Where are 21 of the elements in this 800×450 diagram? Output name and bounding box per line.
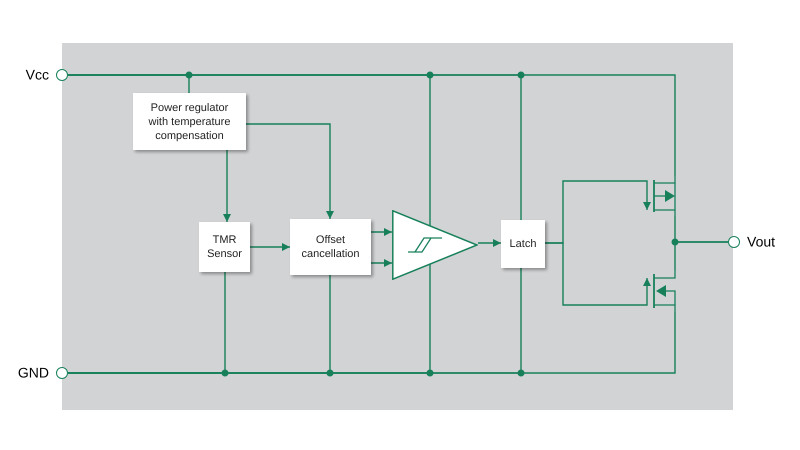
arrow: [371, 259, 392, 267]
block-label: TMR Sensor: [207, 233, 242, 261]
wire: [68, 312, 676, 374]
arrow: [223, 150, 231, 222]
terminal-label: GND: [18, 364, 49, 382]
block-label: Offset cancellation: [300, 233, 361, 261]
arrow: [478, 239, 501, 247]
block-box: [199, 222, 250, 272]
arrow: [371, 228, 392, 236]
block-label: Power regulator with temperature compensation: [148, 100, 232, 142]
block-box: [133, 93, 246, 150]
block-box: [501, 220, 545, 268]
arrow: [246, 123, 334, 219]
terminal-label: Vcc: [26, 66, 49, 84]
wire: [674, 241, 728, 270]
wire: [68, 74, 676, 176]
block-box: [290, 219, 371, 275]
block-label: Latch: [510, 237, 536, 251]
arrow: [250, 243, 290, 251]
terminal-label: Vout: [747, 232, 776, 252]
arrow: [545, 242, 651, 306]
